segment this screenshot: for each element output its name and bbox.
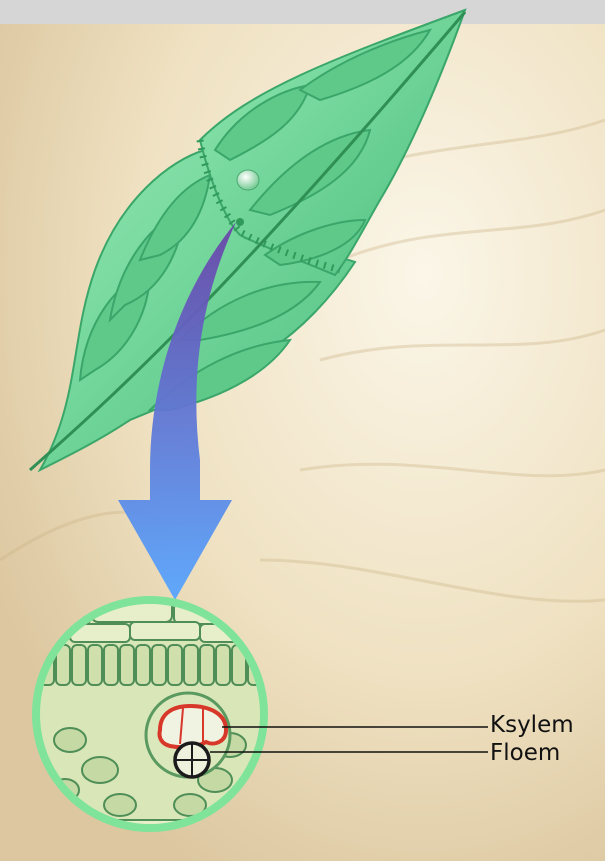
water-droplet — [237, 170, 259, 190]
xylem-label: Ksylem — [490, 714, 574, 737]
xylem-ring — [159, 706, 226, 747]
phloem-label: Floem — [490, 742, 560, 765]
